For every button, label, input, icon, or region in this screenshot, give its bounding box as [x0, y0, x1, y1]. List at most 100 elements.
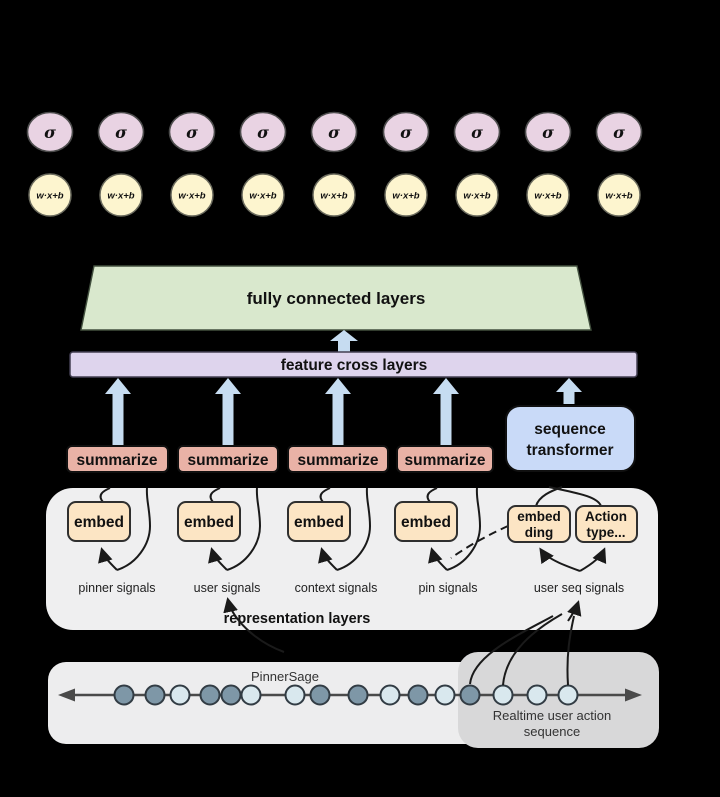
embed-box-4 [394, 501, 458, 542]
action-type-box [575, 505, 638, 543]
sigma-label: σ [471, 123, 483, 142]
embed-label-2: embed [184, 514, 234, 531]
weighted-sum-label: w·x+b [36, 191, 63, 202]
timeline-dot-dark [459, 684, 481, 706]
fully-connected-label: fully connected layers [247, 289, 426, 308]
realtime-panel [458, 652, 659, 748]
pinner-embed-arrow [98, 547, 118, 571]
realtime-label-line2: sequence [524, 724, 580, 739]
action-top-curve [548, 486, 602, 507]
signal-label-context: context signals [295, 581, 378, 595]
summarize-label-2: summarize [188, 452, 269, 469]
user-embed-top-curve [209, 487, 221, 503]
summarize-box-1 [66, 445, 169, 473]
sigma-label: σ [186, 123, 198, 142]
representation-layers-title: representation layers [224, 611, 371, 627]
feature-cross-label: feature cross layers [281, 357, 427, 374]
weighted-sum-node [384, 173, 428, 217]
embed-row: embed embed embed embed embed ding Actio… [67, 501, 638, 543]
timeline-dot-dark [144, 684, 166, 706]
embed-label-3: embed [294, 514, 344, 531]
timeline-dot-dark [309, 684, 331, 706]
weighted-sum-label: w·x+b [249, 191, 276, 202]
shared-embedding-dashed-line [450, 525, 509, 559]
action-to-userseq-curve-2 [502, 613, 563, 686]
embed-box-2 [177, 501, 241, 542]
signal-label-pin: pin signals [418, 581, 477, 595]
sigma-label: σ [44, 123, 56, 142]
embed-label-4: embed [401, 514, 451, 531]
sigma-node [26, 111, 74, 153]
summarize-box-2 [177, 445, 279, 473]
timeline-dot-light [169, 684, 191, 706]
pinnersage-to-user-signals-arrow [223, 597, 285, 653]
context-embed-arrow [318, 547, 338, 571]
weighted-sum-label: w·x+b [107, 191, 134, 202]
weighted-sum-label: w·x+b [534, 191, 561, 202]
sigma-node [453, 111, 501, 153]
timeline-dot-light [284, 684, 306, 706]
tower-arrows [105, 378, 582, 446]
weighted-sum-label: w·x+b [178, 191, 205, 202]
embedding-box [507, 505, 571, 543]
weighted-sum-node [99, 173, 143, 217]
pinner-long-curve [116, 487, 152, 571]
pin-embed-top-curve [426, 487, 438, 503]
timeline-left-arrowhead [58, 688, 75, 702]
feature-cross-bar [69, 351, 638, 378]
sigma-node [97, 111, 145, 153]
summarize-row: summarize summarize summarize summarize [66, 445, 494, 473]
summarize-label-1: summarize [77, 452, 158, 469]
weighted-sum-node [455, 173, 499, 217]
weighted-sum-node [28, 173, 72, 217]
timeline-dot-dark [407, 684, 429, 706]
timeline-dot-light [434, 684, 456, 706]
sigma-label: σ [257, 123, 269, 142]
action-type-label-line1: Action [585, 509, 627, 524]
pinner-embed-top-curve [99, 487, 111, 503]
userseq-embedding-arrow [539, 547, 581, 572]
arrow-transformer [556, 378, 582, 404]
signal-curves [98, 486, 607, 572]
arrow-summarize-2 [215, 378, 241, 446]
weighted-sum-label: w·x+b [463, 191, 490, 202]
embedding-label-line2: ding [525, 525, 554, 540]
userseq-action-arrow [579, 547, 607, 572]
weighted-sum-node [312, 173, 356, 217]
summarize-label-4: summarize [405, 452, 486, 469]
sigma-node [239, 111, 287, 153]
signal-labels: pinner signals user signals context sign… [78, 581, 624, 595]
timeline-dot-dark [113, 684, 135, 706]
signal-label-pinner: pinner signals [78, 581, 155, 595]
sequence-transformer-label-2: transformer [527, 442, 614, 459]
weighted-sum-label: w·x+b [605, 191, 632, 202]
embedding-label-line1: embed [517, 509, 561, 524]
sigma-node [524, 111, 572, 153]
arrow-summarize-3 [325, 378, 351, 446]
arrow-summarize-1 [105, 378, 131, 446]
timeline-dot-dark [199, 684, 221, 706]
user-embed-arrow [208, 547, 228, 571]
cross-section-curves [223, 597, 582, 686]
action-to-userseq-curve-1 [469, 615, 554, 685]
sigma-label: σ [400, 123, 412, 142]
timeline-right-arrowhead [625, 688, 642, 702]
embedding-top-curve [535, 486, 563, 507]
action-to-userseq-curve-3 [566, 615, 575, 686]
sequence-transformer-box [505, 405, 636, 472]
signal-label-userseq: user seq signals [534, 581, 624, 595]
sequence-transformer-label-1: sequence [534, 421, 606, 438]
sigma-label: σ [542, 123, 554, 142]
embed-label-1: embed [74, 514, 124, 531]
realtime-label-line1: Realtime user action [493, 708, 612, 723]
userseq-up-arrow [567, 600, 582, 622]
timeline-dot-light [557, 684, 579, 706]
timeline-dot-light [492, 684, 514, 706]
weighted-sum-node [241, 173, 285, 217]
sigma-label: σ [613, 123, 625, 142]
timeline-dot-light [526, 684, 548, 706]
